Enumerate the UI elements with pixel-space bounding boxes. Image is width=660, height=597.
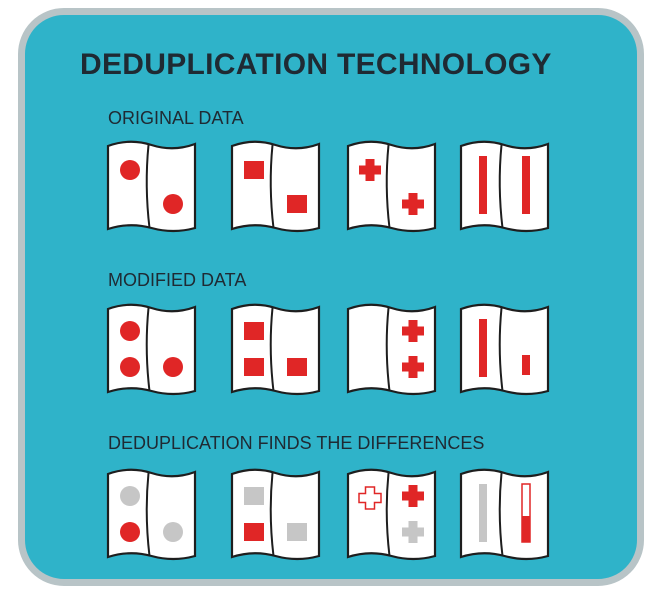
card-modified-1 xyxy=(106,303,197,396)
red-circle-left xyxy=(120,321,140,341)
card-outline xyxy=(230,303,321,396)
card-fold xyxy=(269,144,275,229)
gray-circle-left xyxy=(120,486,140,506)
outline-partial-bar-right xyxy=(521,483,531,543)
card-differences-1 xyxy=(106,468,197,561)
card-fold xyxy=(385,144,391,229)
card-differences-4 xyxy=(459,468,550,561)
card-outline xyxy=(346,468,437,561)
card-fold xyxy=(385,472,391,557)
card-original-4 xyxy=(459,140,550,233)
gray-square-left xyxy=(244,487,264,505)
red-cross-right xyxy=(402,356,424,378)
red-short-bar-right xyxy=(522,355,530,375)
card-outline xyxy=(106,140,197,233)
section-label-modified: MODIFIED DATA xyxy=(108,270,247,290)
card-fold xyxy=(269,472,275,557)
gray-circle-right xyxy=(163,522,183,542)
card-fold xyxy=(498,307,504,392)
red-square-right xyxy=(287,195,307,213)
section-label-differences: DEDUPLICATION FINDS THE DIFFERENCES xyxy=(108,433,485,453)
red-bar-left xyxy=(479,156,487,214)
card-original-1 xyxy=(106,140,197,233)
red-circle-right xyxy=(163,357,183,377)
card-fold xyxy=(385,307,391,392)
red-circle-left xyxy=(120,160,140,180)
diagram-title: DEDUPLICATION TECHNOLOGY xyxy=(80,48,552,81)
card-fold xyxy=(269,307,275,392)
section-label-original: ORIGINAL DATA xyxy=(108,108,244,128)
red-bar-right xyxy=(522,156,530,214)
card-modified-3 xyxy=(346,303,437,396)
red-square-left xyxy=(244,523,264,541)
red-cross-left xyxy=(359,159,381,181)
card-modified-2 xyxy=(230,303,321,396)
card-differences-3 xyxy=(346,468,437,561)
card-outline xyxy=(106,468,197,561)
red-bar-left xyxy=(479,319,487,377)
red-square-left xyxy=(244,358,264,376)
card-modified-4 xyxy=(459,303,550,396)
card-fold xyxy=(498,472,504,557)
card-fold xyxy=(145,472,151,557)
card-outline xyxy=(346,140,437,233)
card-outline xyxy=(459,303,550,396)
card-fold xyxy=(145,144,151,229)
card-outline xyxy=(106,303,197,396)
red-square-left xyxy=(244,322,264,340)
red-square-right xyxy=(287,358,307,376)
red-cross-right xyxy=(402,193,424,215)
red-circle-left xyxy=(120,522,140,542)
card-fold xyxy=(145,307,151,392)
red-circle-left xyxy=(120,357,140,377)
red-square-left xyxy=(244,161,264,179)
card-original-2 xyxy=(230,140,321,233)
card-outline xyxy=(230,140,321,233)
card-outline xyxy=(459,468,550,561)
card-outline xyxy=(459,140,550,233)
card-fold xyxy=(498,144,504,229)
red-cross-right xyxy=(402,485,424,507)
outline-cross-left xyxy=(358,486,382,510)
red-cross-right xyxy=(402,320,424,342)
card-outline xyxy=(346,303,437,396)
card-original-3 xyxy=(346,140,437,233)
card-differences-2 xyxy=(230,468,321,561)
red-circle-right xyxy=(163,194,183,214)
card-outline xyxy=(230,468,321,561)
gray-cross-right xyxy=(402,521,424,543)
gray-square-right xyxy=(287,523,307,541)
gray-bar-left xyxy=(479,484,487,542)
